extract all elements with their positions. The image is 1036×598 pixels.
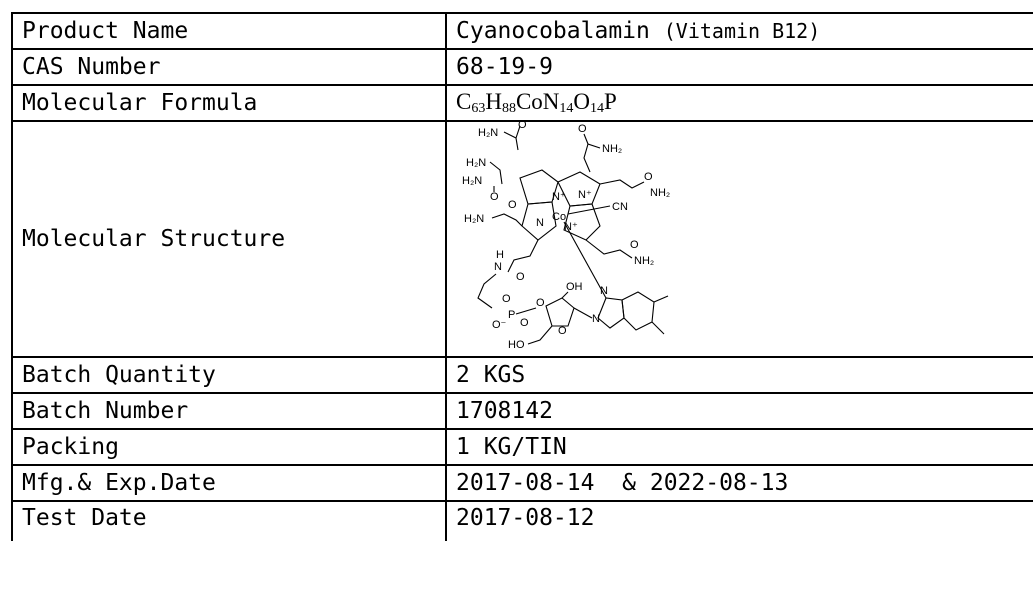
table-row: Packing 1 KG/TIN (11, 428, 1033, 466)
product-spec-table: Product Name Cyanocobalamin (Vitamin B12… (11, 12, 1033, 541)
svg-text:H₂N: H₂N (464, 213, 484, 225)
value-cas-number: 68-19-9 (445, 48, 1033, 86)
molecular-structure-image: H₂N O O NH₂ H₂N H₂N O (462, 122, 670, 351)
table-row: CAS Number 68-19-9 (11, 48, 1033, 86)
product-name-note: (Vitamin B12) (663, 19, 821, 43)
svg-text:P: P (508, 309, 515, 321)
svg-text:N: N (536, 217, 544, 229)
value-batch-number: 1708142 (445, 392, 1033, 430)
value-molecular-formula: C63H88CoN14O14P (445, 84, 1033, 122)
svg-text:NH₂: NH₂ (650, 187, 670, 199)
svg-text:H₂N: H₂N (478, 127, 498, 139)
label-batch-quantity: Batch Quantity (11, 356, 447, 394)
svg-text:NH₂: NH₂ (634, 255, 654, 267)
svg-text:O: O (578, 123, 587, 135)
table-row: Molecular Formula C63H88CoN14O14P (11, 84, 1033, 122)
svg-text:O: O (558, 325, 567, 337)
svg-text:NH₂: NH₂ (602, 143, 622, 155)
svg-text:H₂N: H₂N (466, 157, 486, 169)
specification-sheet: Product Name Cyanocobalamin (Vitamin B12… (11, 12, 1033, 598)
label-molecular-structure: Molecular Structure (11, 120, 447, 358)
label-mfg-exp-date: Mfg.& Exp.Date (11, 464, 447, 502)
table-row: Product Name Cyanocobalamin (Vitamin B12… (11, 12, 1033, 50)
table-row: Mfg.& Exp.Date 2017-08-14 & 2022-08-13 (11, 464, 1033, 502)
label-test-date: Test Date (11, 500, 447, 541)
svg-text:O: O (630, 239, 639, 251)
svg-text:N: N (600, 285, 608, 297)
value-test-date: 2017-08-12 (445, 500, 1033, 541)
svg-text:N⁺: N⁺ (564, 221, 578, 233)
product-name-text: Cyanocobalamin (456, 18, 650, 44)
label-cas-number: CAS Number (11, 48, 447, 86)
svg-text:O: O (490, 191, 499, 203)
label-product-name: Product Name (11, 12, 447, 50)
svg-text:O: O (508, 199, 517, 211)
svg-text:O: O (502, 293, 511, 305)
label-batch-number: Batch Number (11, 392, 447, 430)
svg-text:O: O (516, 271, 525, 283)
svg-text:CN: CN (612, 201, 628, 213)
svg-text:N⁺: N⁺ (552, 191, 566, 203)
svg-text:H: H (496, 249, 504, 261)
table-row: Test Date 2017-08-12 (11, 500, 1033, 541)
svg-text:O: O (520, 317, 529, 329)
value-product-name: Cyanocobalamin (Vitamin B12) (445, 12, 1033, 50)
label-packing: Packing (11, 428, 447, 466)
svg-text:O⁻: O⁻ (492, 319, 507, 331)
table-row: Molecular Structure H₂N O O NH₂ H₂N H₂N (11, 120, 1033, 358)
value-mfg-exp-date: 2017-08-14 & 2022-08-13 (445, 464, 1033, 502)
label-molecular-formula: Molecular Formula (11, 84, 447, 122)
molecular-structure-cell: H₂N O O NH₂ H₂N H₂N O (445, 120, 1033, 358)
svg-text:N: N (592, 313, 600, 325)
svg-text:H₂N: H₂N (462, 175, 482, 187)
svg-text:O: O (644, 171, 653, 183)
table-row: Batch Number 1708142 (11, 392, 1033, 430)
value-packing: 1 KG/TIN (445, 428, 1033, 466)
svg-text:N: N (494, 261, 502, 273)
svg-text:HO: HO (508, 339, 525, 351)
svg-text:Co: Co (552, 211, 566, 223)
svg-text:OH: OH (566, 281, 583, 293)
svg-text:O: O (518, 122, 527, 131)
svg-text:O: O (536, 297, 545, 309)
table-row: Batch Quantity 2 KGS (11, 356, 1033, 394)
svg-text:N⁺: N⁺ (578, 189, 592, 201)
value-batch-quantity: 2 KGS (445, 356, 1033, 394)
